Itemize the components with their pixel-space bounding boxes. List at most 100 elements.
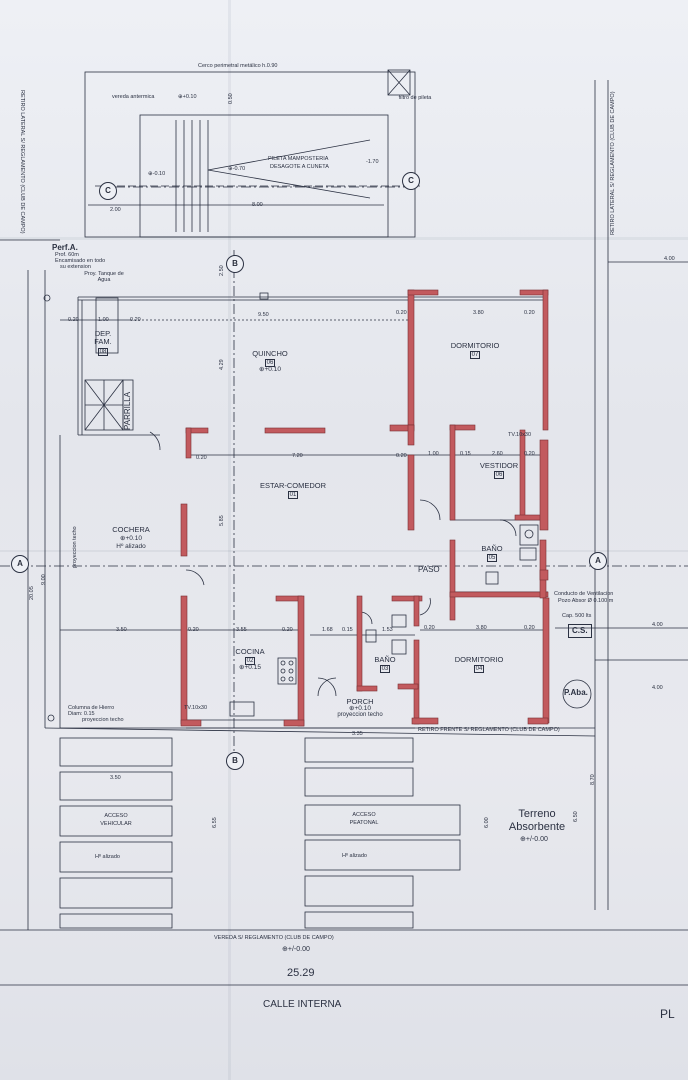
columna-diam-label: Diam: 0.15 [68, 711, 95, 717]
dim-label: 0.15 [460, 451, 471, 457]
pileta-dim-200: 2.00 [110, 207, 121, 213]
frente-width: 25.29 [287, 967, 315, 979]
dim-label: 1.68 [322, 627, 333, 633]
tv-bot-label: TV.10x30 [184, 705, 208, 711]
pileta-level-3: -1.70 [366, 159, 379, 165]
cs-label: C.S. [568, 624, 592, 638]
paper-fold [0, 550, 688, 552]
dim-label: 3.55 [236, 627, 247, 633]
retiro-lateral-left-label: RETIRO LATERAL S/ REGLAMENTO (CLUB DE CA… [19, 90, 25, 234]
room-porch: PORCH ⊕+0.10 proyeccion techo [330, 698, 390, 718]
dim-label: 8.70 [590, 774, 596, 785]
acceso-vehicular-label: ACCESO VEHICULAR [100, 813, 132, 828]
section-marker-c-right: C [402, 172, 420, 190]
perforacion-title: Perf.A. [52, 243, 78, 252]
dim-label: 3.80 [473, 310, 484, 316]
room-dep-fam: DEP. FAM. 08 [88, 329, 118, 356]
dim-label: 0.20 [524, 310, 535, 316]
dim-label: 2.50 [219, 265, 225, 276]
dim-label: 4.29 [219, 359, 225, 370]
dim-label: 6.50 [573, 811, 579, 822]
acceso-peatonal-label: ACCESO PEATONAL [349, 812, 379, 827]
room-bano-right-name: BAÑO [481, 544, 503, 553]
paper-fold [0, 237, 688, 240]
dim-label: 6.00 [484, 817, 490, 828]
dim-label: 0.20 [282, 627, 293, 633]
dim-label: 4.00 [652, 685, 663, 691]
cerco-label: Cerco perimetral metálico h.0.90 [198, 63, 278, 69]
room-quincho-num: 06 [264, 358, 276, 367]
room-porch-name: PORCH [346, 697, 374, 706]
dim-label: 0.20 [524, 625, 535, 631]
dim-label: 0.20 [196, 455, 207, 461]
dim-label: 3.35 [352, 731, 363, 737]
room-quincho-name: QUINCHO [252, 349, 288, 358]
room-bano-mid: BAÑO 03 [370, 656, 400, 673]
dim-label: 0.20 [424, 625, 435, 631]
dim-label: 0.20 [524, 451, 535, 457]
dim-label: 7.20 [292, 453, 303, 459]
room-porch-proy: proyeccion techo [337, 712, 383, 718]
room-cocina: COCINA 02 ⊕+0.15 [226, 648, 274, 671]
cap-label: Cap. 500 lts [562, 613, 592, 619]
room-quincho: QUINCHO 06 ⊕+0.10 [240, 350, 300, 373]
room-dormitorio-bot-name: DORMITORIO [454, 655, 504, 664]
terreno-level: ⊕+/-0.00 [520, 836, 548, 843]
vereda-antermica-level: ⊕+0.10 [178, 94, 197, 100]
room-porch-level: ⊕+0.10 [349, 704, 371, 712]
room-cocina-num: 02 [244, 656, 256, 665]
section-marker-b-top: B [226, 255, 244, 273]
room-bano-right: BAÑO 05 [477, 545, 507, 562]
room-cocina-name: COCINA [235, 647, 265, 656]
dim-label: 0.20 [396, 453, 407, 459]
dim-label: 9.00 [41, 574, 47, 585]
room-bano-mid-num: 03 [379, 664, 391, 673]
room-quincho-level: ⊕+0.10 [259, 365, 281, 373]
dim-label: 20.05 [29, 586, 35, 600]
dim-label: 0.20 [130, 317, 141, 323]
columna-proy-label: proyeccion techo [82, 717, 124, 723]
acceso-vehicular-floor: Hº alizado [95, 854, 120, 860]
p-aba-label: P.Aba. [564, 688, 588, 697]
dim-label: 3.50 [116, 627, 127, 633]
room-bano-mid-name: BAÑO [374, 655, 396, 664]
room-dormitorio-bot: DORMITORIO 04 [446, 656, 512, 673]
perforacion-line2: Encamisado en todo [55, 258, 106, 264]
dim-label: 9.50 [258, 312, 269, 318]
vereda-antermica-label: vereda antermica [112, 94, 155, 100]
dim-label: 3.80 [476, 625, 487, 631]
dim-label: 0.15 [342, 627, 353, 633]
paper-fold [228, 0, 231, 1080]
retiro-lateral-right-label: RETIRO LATERAL S/ REGLAMENTO (CLUB DE CA… [610, 91, 616, 235]
room-vestidor-name: VESTIDOR [479, 461, 519, 470]
room-estar-name: ESTAR-COMEDOR [259, 481, 327, 490]
room-estar-num: 01 [287, 490, 299, 499]
pileta-level-1: ⊕-0.10 [148, 171, 166, 177]
pozo-label: Pozo Absor Ø 0.100 m [558, 598, 614, 604]
proy-techo-vert: proyeccion techo [72, 526, 78, 568]
pileta-title: PILETA MAMPOSTERIA [268, 156, 329, 162]
vereda-level: ⊕+/-0.00 [282, 946, 310, 953]
pileta-desagote: DESAGOTE A CUNETA [270, 164, 329, 170]
dim-label: 1.00 [98, 317, 109, 323]
tanque-label: Proy. Tanque de Agua [84, 271, 124, 283]
perforacion-line1: Prof. 60m [55, 252, 79, 258]
dim-label: 0.20 [396, 310, 407, 316]
paso-label: PASO [418, 565, 440, 574]
room-cochera-floor: Hº alizado [116, 543, 146, 550]
room-vestidor: VESTIDOR 06 [472, 462, 526, 479]
dim-label: 1.53 [382, 627, 393, 633]
room-cochera-level: ⊕+0.10 [120, 534, 142, 542]
dim-label: 5.85 [219, 515, 225, 526]
room-dormitorio-top: DORMITORIO 07 [442, 342, 508, 359]
dim-label: 0.20 [188, 627, 199, 633]
section-marker-b-bottom: B [226, 752, 244, 770]
conducto-label: Conducto de Ventilacion [554, 591, 614, 597]
pileta-level-2: ⊕-0.70 [228, 166, 246, 172]
vereda-label: VEREDA S/ REGLAMENTO (CLUB DE CAMPO) [214, 935, 334, 941]
room-dormitorio-top-num: 07 [469, 350, 481, 359]
section-marker-a-left: A [11, 555, 29, 573]
room-bano-right-num: 05 [486, 553, 498, 562]
